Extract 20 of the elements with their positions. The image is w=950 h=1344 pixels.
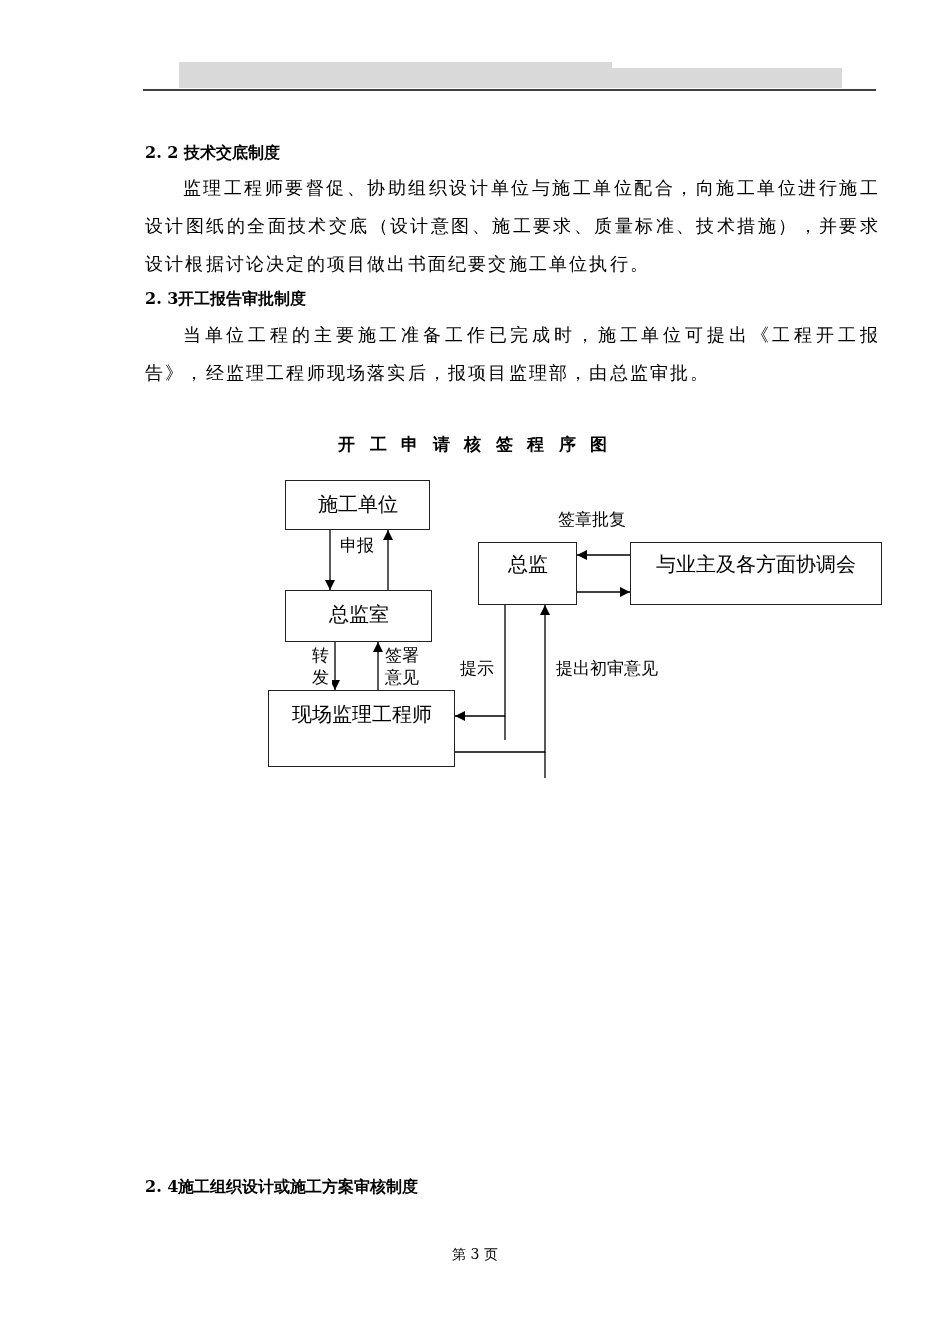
process-box: 现场监理工程师 (268, 690, 455, 767)
process-box: 总监室 (285, 590, 432, 642)
arrow (576, 587, 631, 597)
process-box: 总监 (478, 542, 577, 605)
arrow (373, 641, 383, 691)
arrow (454, 604, 506, 721)
edge-label: 转发 (312, 644, 332, 688)
section-heading: 2. 4施工组织设计或施工方案审核制度 (145, 1177, 419, 1198)
arrow (325, 529, 335, 591)
section-heading: 2. 3开工报告审批制度 (145, 289, 307, 310)
process-box: 与业主及各方面协调会 (630, 542, 882, 605)
arrow (383, 529, 393, 591)
process-box: 施工单位 (285, 480, 430, 530)
paragraph: 当单位工程的主要施工准备工作已完成时，施工单位可提出《工程开工报告》，经监理工程师现场落实后，报项目监理部，由总监审批。 (145, 323, 880, 385)
diagram-title: 开工申请核签程序图 (337, 433, 623, 456)
arrow (454, 604, 550, 753)
paragraph: 监理工程师要督促、协助组织设计单位与施工单位配合，向施工单位进行施工设计图纸的全面技术交底（设计意图、施工要求、质量标准、技术措施），并要求设计根据讨论决定的项目做出书面纪要交施工单位执行。 (145, 176, 880, 276)
page-number: 第 3 页 (451, 1246, 499, 1264)
arrow (576, 550, 631, 560)
section-heading: 2. 2 技术交底制度 (145, 143, 280, 164)
